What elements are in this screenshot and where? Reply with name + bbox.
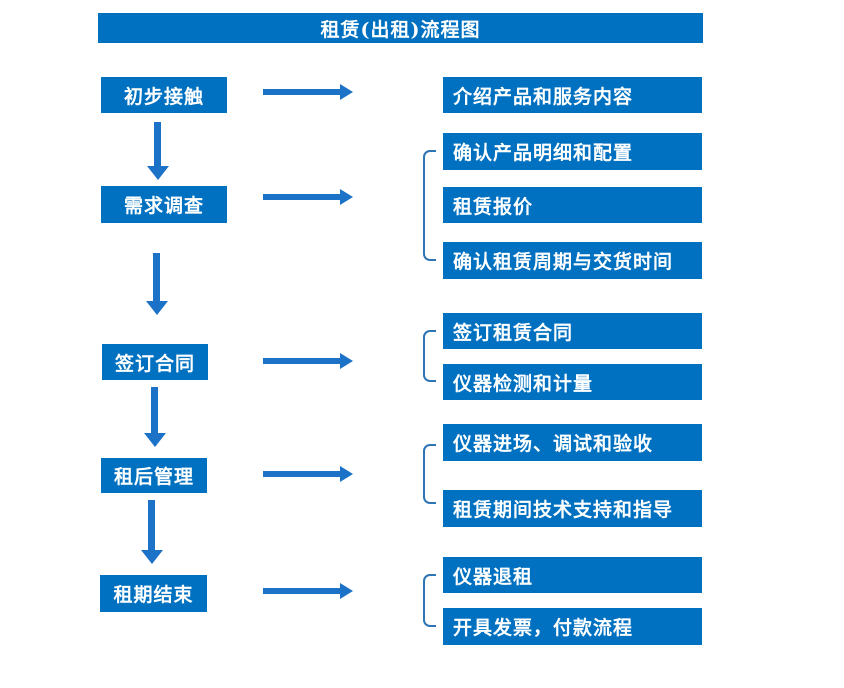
detail-box-instrument-inspection: 仪器检测和计量 — [443, 364, 702, 400]
arrow-shaft — [148, 500, 155, 551]
bracket-group-demand-survey — [423, 150, 436, 261]
detail-box-confirm-product-details: 确认产品明细和配置 — [443, 133, 702, 170]
step-box-initial-contact: 初步接触 — [101, 77, 227, 113]
arrow-shaft — [263, 89, 340, 95]
right-arrow-2 — [263, 189, 353, 205]
arrow-head-icon — [144, 433, 166, 447]
step-box-rental-end: 租期结束 — [100, 575, 207, 612]
arrow-head-icon — [141, 550, 163, 564]
bracket-group-post-rental — [423, 444, 436, 504]
arrow-head-icon — [340, 583, 353, 599]
bracket-group-sign-contract — [423, 330, 436, 382]
detail-box-sign-rental-contract: 签订租赁合同 — [443, 313, 702, 349]
right-arrow-4 — [263, 466, 353, 482]
detail-box-introduce-products: 介绍产品和服务内容 — [443, 77, 702, 113]
detail-box-invoice-payment: 开具发票，付款流程 — [443, 608, 702, 645]
down-arrow-3 — [144, 387, 166, 447]
arrow-shaft — [263, 194, 340, 200]
down-arrow-1 — [147, 122, 169, 180]
flowchart-title: 租赁(出租)流程图 — [98, 13, 703, 43]
arrow-shaft — [263, 588, 340, 594]
arrow-head-icon — [147, 166, 169, 180]
arrow-shaft — [154, 122, 161, 167]
right-arrow-1 — [263, 84, 353, 100]
detail-box-instrument-return: 仪器退租 — [443, 557, 702, 593]
down-arrow-4 — [141, 500, 163, 564]
step-box-demand-survey: 需求调查 — [101, 186, 227, 223]
detail-box-rental-quote: 租赁报价 — [443, 187, 702, 223]
step-box-post-rental-management: 租后管理 — [101, 458, 207, 493]
right-arrow-5 — [263, 583, 353, 599]
arrow-head-icon — [340, 84, 353, 100]
arrow-head-icon — [146, 301, 168, 315]
detail-box-tech-support: 租赁期间技术支持和指导 — [443, 490, 702, 527]
arrow-head-icon — [340, 189, 353, 205]
down-arrow-2 — [146, 253, 168, 315]
arrow-head-icon — [340, 466, 353, 482]
detail-box-instrument-setup-acceptance: 仪器进场、调试和验收 — [443, 424, 702, 461]
detail-box-confirm-rental-period: 确认租赁周期与交货时间 — [443, 242, 702, 279]
arrow-shaft — [151, 387, 158, 434]
step-box-sign-contract: 签订合同 — [102, 344, 208, 380]
arrow-shaft — [153, 253, 160, 302]
arrow-shaft — [263, 358, 340, 364]
arrow-head-icon — [340, 353, 353, 369]
arrow-shaft — [263, 471, 340, 477]
right-arrow-3 — [263, 353, 353, 369]
bracket-group-rental-end — [423, 574, 436, 627]
